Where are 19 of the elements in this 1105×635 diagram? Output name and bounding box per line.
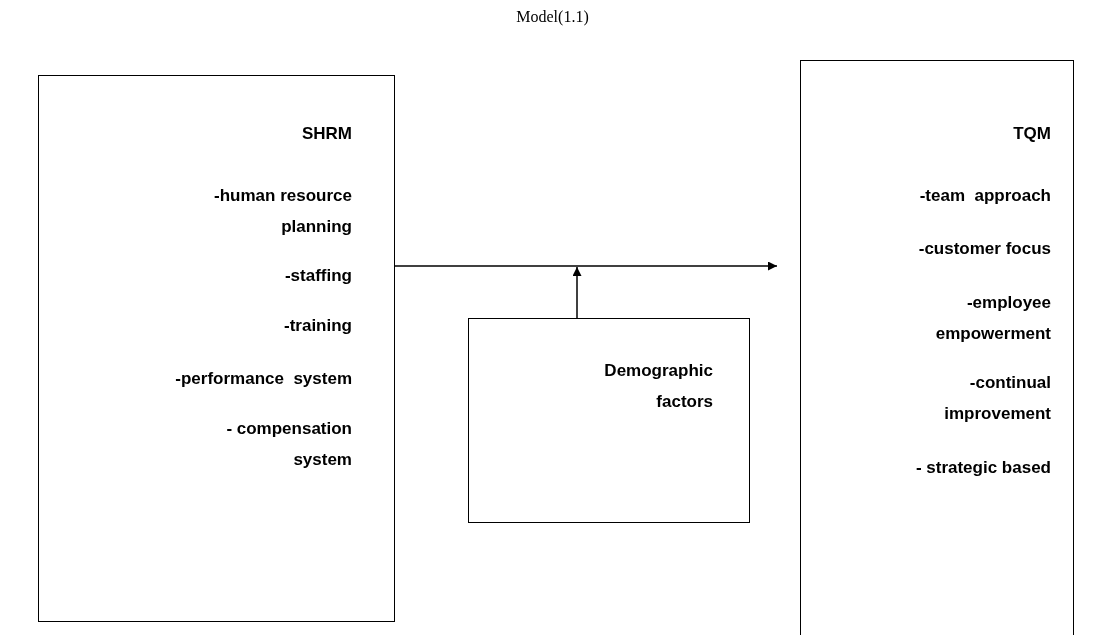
title: Model(1.1) [515, 8, 590, 26]
list-item: -employee empowerment [934, 292, 1051, 345]
list-item: -customer focus [917, 238, 1051, 260]
list-item: - compensation system [225, 418, 352, 471]
heading: SHRM [300, 123, 352, 145]
list-item: -staffing [283, 265, 352, 287]
heading: TQM [1012, 123, 1051, 145]
list-item: Demographic factors [603, 360, 713, 413]
list-item: -team approach [918, 185, 1051, 207]
list-item: - strategic based [914, 457, 1051, 479]
list-item: -continual improvement [943, 372, 1051, 425]
list-item: -performance system [174, 368, 352, 390]
text-box [38, 75, 395, 622]
list-item: -training [283, 315, 352, 337]
arrow [394, 261, 778, 271]
arrow [572, 266, 582, 319]
text-box [468, 318, 750, 523]
text-box [800, 60, 1074, 635]
list-item: -human resource planning [213, 185, 352, 238]
